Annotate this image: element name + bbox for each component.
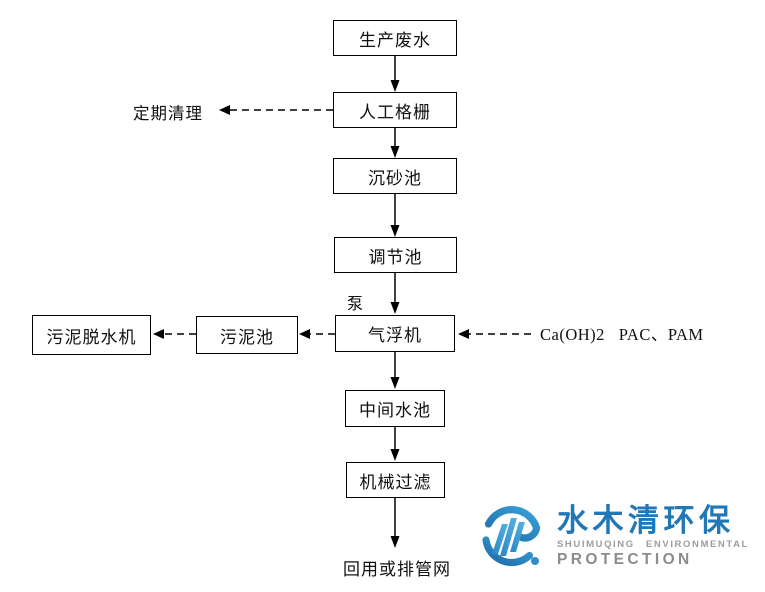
- arrow-flotation-to-intermediate: [390, 352, 400, 389]
- logo-name-en-line1: SHUIMUQING ENVIRONMENTAL: [557, 539, 749, 550]
- node-sludge-tank: 污泥池: [196, 316, 298, 354]
- node-manual-screen: 人工格栅: [333, 92, 457, 128]
- label-outlet: 回用或排管网: [343, 560, 451, 579]
- arrow-filter-to-outlet: [390, 498, 400, 548]
- node-regulating-tank: 调节池: [334, 237, 457, 273]
- arrow-dosing-to-flotation: [458, 329, 531, 339]
- label-pump: 泵: [347, 296, 365, 313]
- label-dosing-chemicals: Ca(OH)2 PAC、PAM: [540, 325, 704, 344]
- arrow-intermediate-to-filter: [390, 427, 400, 461]
- node-sludge-dewatering: 污泥脱水机: [32, 315, 151, 355]
- arrow-sludge-tank-to-dewater: [153, 329, 196, 339]
- node-production-wastewater: 生产废水: [333, 20, 457, 56]
- arrow-grit-to-regulating: [390, 194, 400, 237]
- node-grit-chamber: 沉砂池: [333, 158, 457, 194]
- label-periodic-cleaning: 定期清理: [133, 104, 203, 123]
- logo-name-cn: 水木清环保: [557, 503, 735, 538]
- node-air-flotation: 气浮机: [335, 315, 455, 352]
- arrow-flotation-to-sludge-tank: [299, 329, 335, 339]
- node-mechanical-filter: 机械过滤: [346, 462, 445, 498]
- arrow-screen-to-grit: [390, 128, 400, 158]
- node-intermediate-tank: 中间水池: [345, 390, 445, 427]
- arrow-source-to-screen: [390, 56, 400, 92]
- arrow-screen-to-cleaning: [219, 105, 333, 115]
- logo-name-en-line2: PROTECTION: [557, 551, 693, 568]
- company-logo: 水木清环保 SHUIMUQING ENVIRONMENTAL PROTECTIO…: [478, 502, 748, 572]
- arrow-regulating-to-flotation: [390, 273, 400, 314]
- shuimuqing-logo-icon: [482, 506, 541, 567]
